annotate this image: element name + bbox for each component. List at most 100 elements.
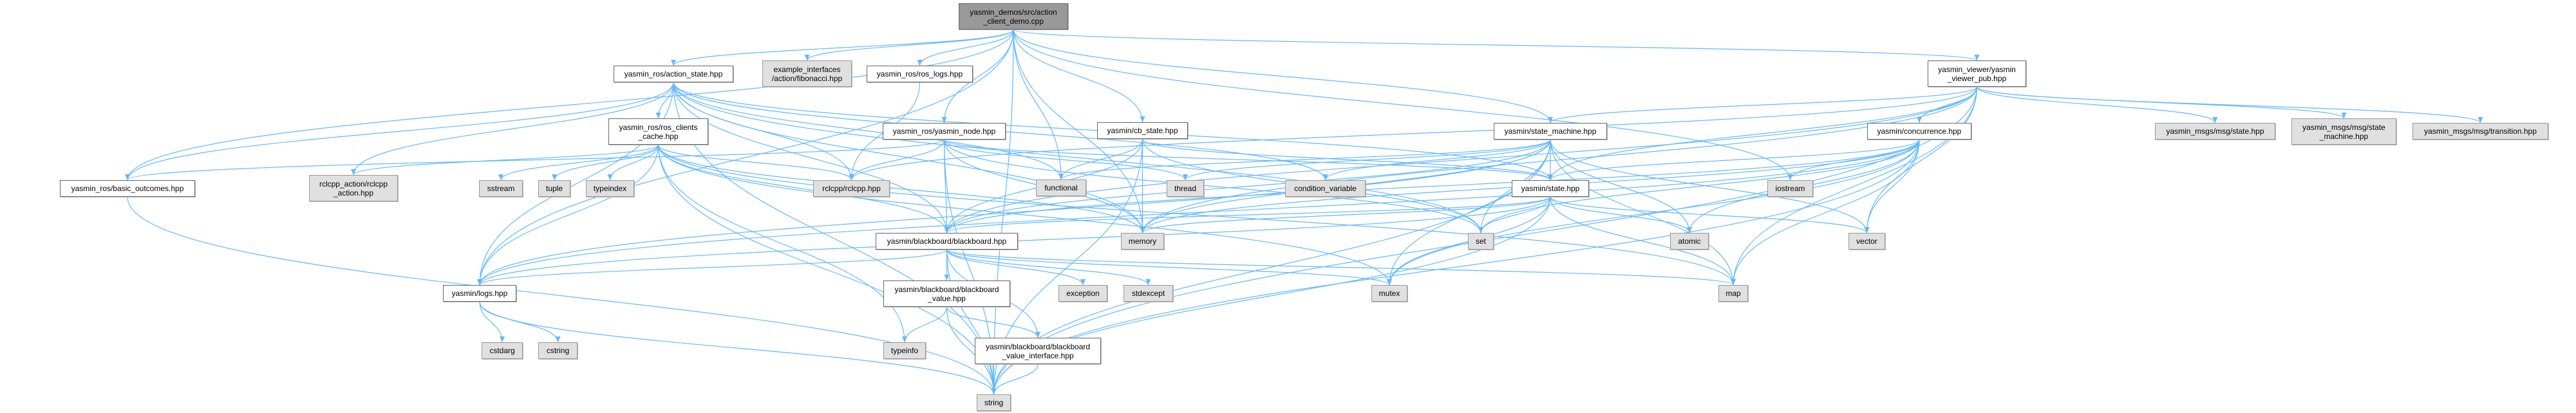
node-msg-state: yasmin_msgs/msg/state.hpp xyxy=(2155,123,2275,140)
edge-blackboard-to-stdexcept xyxy=(946,249,1149,286)
node-label: yasmin/blackboard/blackboard xyxy=(894,284,999,294)
node-exception: exception xyxy=(1058,285,1107,302)
arrowhead-icon xyxy=(1058,174,1064,179)
node-typeindex: typeindex xyxy=(586,180,634,197)
edge-logs-to-string xyxy=(479,301,995,395)
edge-concurrence-to-state xyxy=(1550,139,1920,181)
edge-state_machine-to-atomic xyxy=(1550,139,1690,234)
node-iostream: iostream xyxy=(1767,180,1813,197)
edge-yasmin_node-to-set xyxy=(943,139,1481,234)
node-label: functional xyxy=(1044,183,1078,192)
node-label: _cache.hpp xyxy=(638,131,679,141)
node-action-state[interactable]: yasmin_ros/action_state.hpp xyxy=(614,66,733,82)
node-label: yasmin_msgs/msg/transition.hpp xyxy=(2424,127,2537,136)
node-label: _value_interface.hpp xyxy=(1002,351,1074,360)
node-label: tuple xyxy=(545,184,563,193)
node-logs[interactable]: yasmin/logs.hpp xyxy=(443,285,516,302)
node-bb-value-iface[interactable]: yasmin/blackboard/blackboard_value_inter… xyxy=(975,338,1101,364)
arrowhead-icon xyxy=(941,117,947,123)
node-label: example_interfaces xyxy=(773,64,841,74)
edge-viewer_pub-to-vector xyxy=(1866,86,1978,234)
node-cstring: cstring xyxy=(538,342,578,359)
edge-action_state-to-set xyxy=(673,82,1481,234)
node-yasmin-node[interactable]: yasmin_ros/yasmin_node.hpp xyxy=(883,123,1006,140)
edge-state-to-vector xyxy=(1550,196,1868,234)
node-label: stdexcept xyxy=(1131,289,1165,298)
arrowhead-icon xyxy=(1183,174,1188,180)
node-state-machine[interactable]: yasmin/state_machine.hpp xyxy=(1494,123,1607,140)
node-concurrence[interactable]: yasmin/concurrence.hpp xyxy=(1867,123,1971,140)
edge-state_machine-to-map xyxy=(1550,139,1734,286)
edge-root-to-ros_logs xyxy=(919,29,1014,66)
node-label: _client_demo.cpp xyxy=(982,16,1044,26)
arrowhead-icon xyxy=(1140,116,1145,122)
node-label: cstring xyxy=(546,346,570,355)
edge-basic_outcomes-to-string xyxy=(127,196,995,395)
node-typeinfo: typeinfo xyxy=(883,342,926,359)
arrowhead-icon xyxy=(552,174,557,180)
node-label: set xyxy=(1475,237,1486,246)
edge-yasmin_node-to-rclcpp xyxy=(851,139,945,181)
node-label: _action.hpp xyxy=(333,188,374,197)
node-label: typeindex xyxy=(593,184,627,193)
edge-concurrence-to-iostream xyxy=(1789,139,1920,181)
edge-bb_value_iface-to-string xyxy=(993,363,1039,395)
node-clients-cache[interactable]: yasmin_ros/ros_clients_cache.hpp xyxy=(608,118,708,145)
node-bb-value[interactable]: yasmin/blackboard/blackboard_value.hpp xyxy=(883,280,1010,307)
edge-root-to-state_machine xyxy=(1013,29,1551,124)
node-cb-state[interactable]: yasmin/cb_state.hpp xyxy=(1097,122,1188,139)
arrowhead-icon xyxy=(1731,279,1736,285)
node-label: string xyxy=(984,398,1004,407)
node-viewer-pub[interactable]: yasmin_viewer/yasmin_viewer_pub.hpp xyxy=(1928,60,2026,87)
edge-concurrence-to-map xyxy=(1733,139,1920,286)
edge-clients_cache-to-string xyxy=(657,144,995,395)
node-label: rclcpp_action/rclcpp xyxy=(319,179,388,188)
node-blackboard[interactable]: yasmin/blackboard/blackboard.hpp xyxy=(876,233,1018,250)
arrowhead-icon xyxy=(1974,55,1980,60)
node-fibonacci: example_interfaces/action/fibonacci.hpp xyxy=(762,60,852,87)
arrowhead-icon xyxy=(1917,117,1922,123)
node-basic-outcomes[interactable]: yasmin_ros/basic_outcomes.hpp xyxy=(60,180,195,197)
edge-clients_cache-to-rclcpp xyxy=(657,144,852,181)
arrowhead-icon xyxy=(1478,227,1483,233)
node-label: mutex xyxy=(1378,289,1400,298)
node-label: yasmin_demos/src/action xyxy=(970,7,1057,17)
node-label: yasmin/concurrence.hpp xyxy=(1877,127,1962,136)
edge-root-to-fibonacci xyxy=(806,29,1014,61)
node-label: typeinfo xyxy=(890,346,919,355)
arrowhead-icon xyxy=(804,55,810,60)
arrowhead-icon xyxy=(671,60,676,66)
edge-bb_value-to-typeinfo xyxy=(904,306,948,343)
node-root[interactable]: yasmin_demos/src/action_client_demo.cpp xyxy=(959,3,1068,30)
arrowhead-icon xyxy=(1080,279,1086,285)
node-label: yasmin/cb_state.hpp xyxy=(1107,126,1178,135)
edge-state-to-map xyxy=(1550,196,1734,286)
node-sstream: sstream xyxy=(479,180,523,197)
node-label: yasmin_ros/yasmin_node.hpp xyxy=(892,127,996,136)
node-label: _viewer_pub.hpp xyxy=(1947,73,2007,83)
edge-concurrence-to-mutex xyxy=(1389,139,1920,286)
edge-viewer_pub-to-rclcpp xyxy=(851,86,1978,181)
arrowhead-icon xyxy=(944,275,950,280)
edge-state-to-memory xyxy=(1142,196,1551,234)
arrowhead-icon xyxy=(991,389,997,394)
node-state[interactable]: yasmin/state.hpp xyxy=(1512,180,1589,197)
edge-action_state-to-rclcpp_action xyxy=(353,82,674,176)
node-tuple: tuple xyxy=(538,180,570,197)
node-label: _machine.hpp xyxy=(2319,131,2369,141)
arrowhead-icon xyxy=(2212,117,2218,123)
edge-root-to-cb_state xyxy=(1013,29,1143,123)
node-ros-logs[interactable]: yasmin_ros/ros_logs.hpp xyxy=(867,66,973,82)
edge-viewer_pub-to-state_machine xyxy=(1550,86,1978,124)
arrowhead-icon xyxy=(607,174,613,180)
edge-state-to-set xyxy=(1480,196,1551,234)
node-label: rclcpp/rclcpp.hpp xyxy=(822,184,881,193)
edge-blackboard-to-exception xyxy=(946,249,1084,286)
edge-root-to-basic_outcomes xyxy=(127,29,1014,181)
edge-clients_cache-to-logs xyxy=(479,144,659,286)
arrowhead-icon xyxy=(498,174,503,180)
edge-yasmin_node-to-basic_outcomes xyxy=(127,139,945,181)
edge-state-to-blackboard xyxy=(946,196,1551,234)
arrowhead-icon xyxy=(944,227,950,233)
